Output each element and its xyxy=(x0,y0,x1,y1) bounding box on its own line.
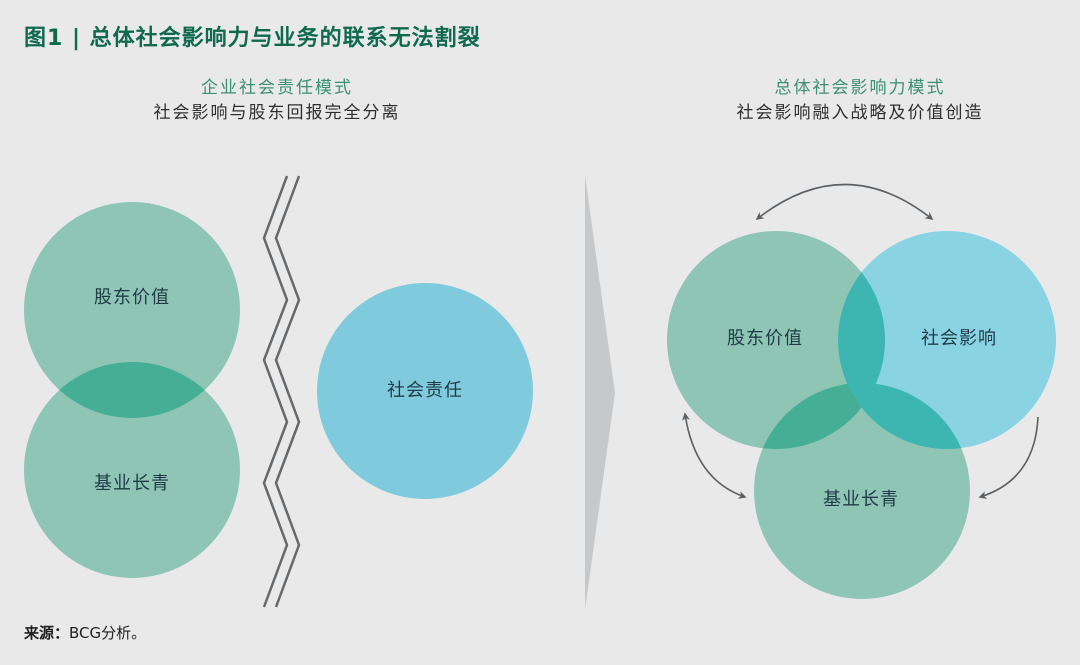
overlap-value-longevity xyxy=(754,383,885,449)
csr-circle xyxy=(317,283,533,499)
left-circle-longevity xyxy=(24,362,240,578)
right-model-subheading: 社会影响融入战略及价值创造 xyxy=(736,103,984,123)
right-label-social-impact: 社会影响 xyxy=(921,328,997,349)
right-label-shareholder-value: 股东价值 xyxy=(727,328,803,349)
left-label-longevity: 基业长青 xyxy=(94,473,170,494)
figure-title: 图1 | 总体社会影响力与业务的联系无法割裂 xyxy=(24,26,481,51)
left-venn: 股东价值 基业长青 xyxy=(24,202,240,578)
zigzag-separator-icon xyxy=(262,175,301,608)
right-label-longevity: 基业长青 xyxy=(823,489,899,510)
cycle-arrows xyxy=(682,183,1039,499)
top-double-arrow-icon xyxy=(755,183,934,220)
left-model-header: 企业社会责任模式 社会影响与股东回报完全分离 xyxy=(77,76,477,126)
right-model-heading: 总体社会影响力模式 xyxy=(774,78,946,98)
overlap-impact-longevity xyxy=(838,383,970,449)
left-double-arrow-icon xyxy=(682,412,747,499)
left-label-shareholder-value: 股东价值 xyxy=(94,287,170,308)
source-note: 来源：BCG分析。 xyxy=(24,622,146,643)
left-model-subheading: 社会影响与股东回报完全分离 xyxy=(153,103,401,123)
right-model-header: 总体社会影响力模式 社会影响融入战略及价值创造 xyxy=(660,76,1060,126)
source-label: 来源： xyxy=(24,624,70,642)
left-circle-shareholder-value xyxy=(24,202,240,418)
source-text: BCG分析。 xyxy=(69,624,147,642)
csr-label: 社会责任 xyxy=(387,380,463,401)
right-venn: 股东价值 社会影响 基业长青 xyxy=(667,231,1056,599)
transition-arrow-icon xyxy=(585,175,615,610)
left-model-heading: 企业社会责任模式 xyxy=(201,78,353,98)
csr-circle-group: 社会责任 xyxy=(317,283,533,499)
right-arrow-icon xyxy=(978,416,1039,499)
